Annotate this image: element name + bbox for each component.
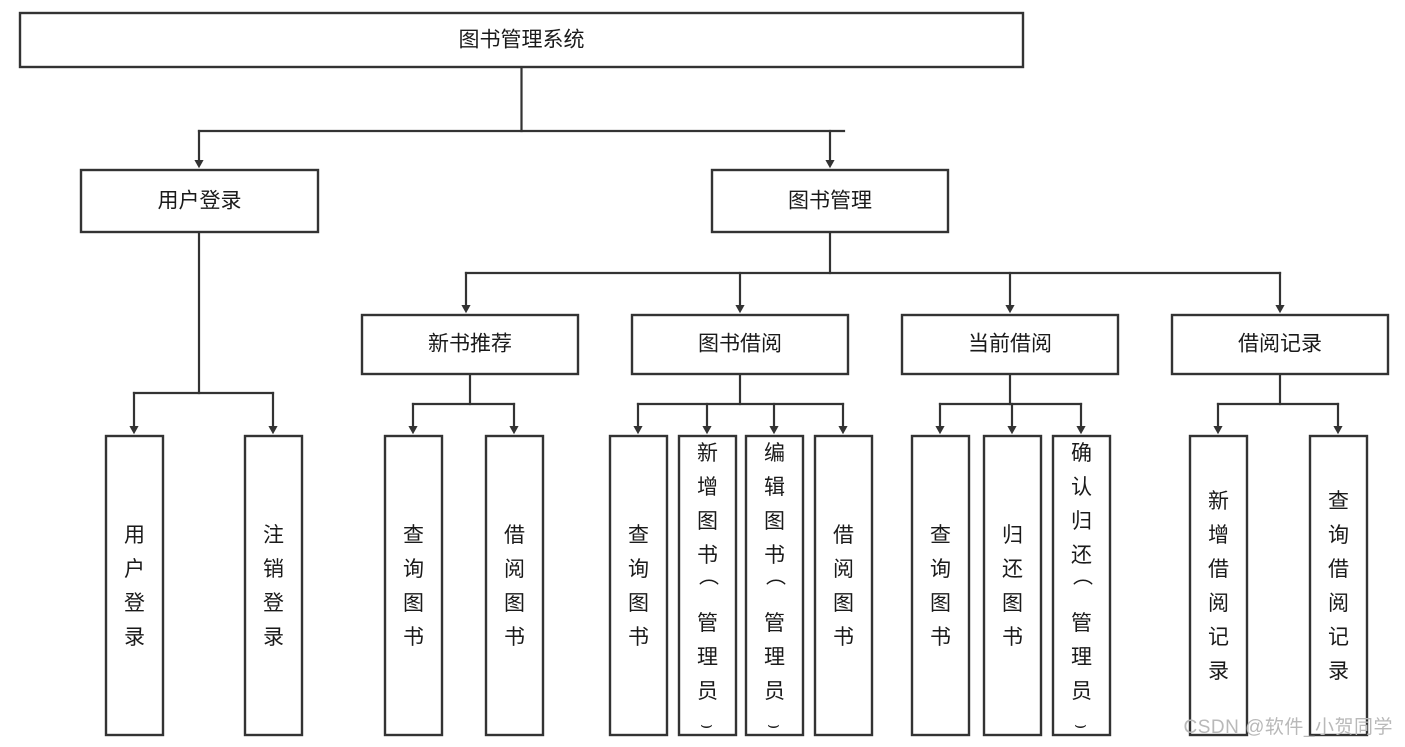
node-new-book-recommend-box[interactable] (360, 313, 580, 376)
node-new-book-recommend-label: 新书推荐 (428, 333, 512, 356)
leaf-node-leaf-user-login[interactable]: 用户登录 (104, 434, 165, 737)
edge-group-user-login-to-leaves (129, 230, 278, 435)
leaf-node-box[interactable] (1188, 434, 1249, 737)
leaf-node-label: 查询图书 (403, 524, 424, 649)
leaf-node-leaf-query-borrow-record[interactable]: 查询借阅记录 (1308, 434, 1369, 737)
leaf-node-box[interactable] (677, 434, 738, 737)
leaf-node-leaf-return-book[interactable]: 归还图书 (982, 434, 1043, 737)
node-book-management-box[interactable] (710, 168, 950, 234)
leaf-node-leaf-logout[interactable]: 注销登录 (243, 434, 304, 737)
node-root[interactable]: 图书管理系统 (18, 11, 1025, 69)
leaf-node-box[interactable] (1051, 434, 1112, 737)
leaf-node-box[interactable] (484, 434, 545, 737)
leaf-node-box[interactable] (608, 434, 669, 737)
leaf-node-label: 新增图书⌒管理员⌣ (697, 442, 719, 737)
leaf-node-leaf-confirm-return-admin[interactable]: 确认归还⌒管理员⌣ (1051, 434, 1112, 737)
leaf-node-label: 查询图书 (930, 524, 951, 649)
node-book-borrow-box[interactable] (630, 313, 850, 376)
leaf-node-label: 确认归还⌒管理员⌣ (1071, 442, 1093, 737)
node-borrow-records-box[interactable] (1170, 313, 1390, 376)
node-borrow-records[interactable]: 借阅记录 (1170, 313, 1390, 376)
node-current-borrow[interactable]: 当前借阅 (900, 313, 1120, 376)
node-borrow-records-label: 借阅记录 (1238, 333, 1322, 356)
leaf-node-box[interactable] (744, 434, 805, 737)
csdn-watermark: CSDN @软件_小贺同学 (1183, 717, 1393, 738)
leaf-node-layer: 用户登录 注销登录 查询图书 借阅图书 查询图书 新增图书⌒管理员⌣ 编辑图书⌒管理员⌣ 借阅… (104, 434, 1369, 737)
edge-group-book-borrow-to-leaves (633, 372, 848, 435)
edge-group-new-book-recommend-to-leaves (408, 372, 519, 435)
leaf-node-box[interactable] (243, 434, 304, 737)
leaf-node-box[interactable] (813, 434, 874, 737)
leaf-node-leaf-query-book-current[interactable]: 查询图书 (910, 434, 971, 737)
node-user-login-label: 用户登录 (158, 190, 242, 213)
node-new-book-recommend[interactable]: 新书推荐 (360, 313, 580, 376)
leaf-node-label: 用户登录 (124, 524, 145, 649)
node-user-login-box[interactable] (79, 168, 320, 234)
edge-group-book-management-to-level3 (461, 230, 1285, 314)
leaf-node-leaf-borrow-book-rec[interactable]: 借阅图书 (484, 434, 545, 737)
leaf-node-box[interactable] (1308, 434, 1369, 737)
leaf-node-label: 借阅图书 (504, 524, 525, 649)
leaf-node-label: 查询图书 (628, 524, 649, 649)
leaf-node-leaf-query-book-rec[interactable]: 查询图书 (383, 434, 444, 737)
leaf-node-label: 新增借阅记录 (1208, 490, 1229, 683)
leaf-node-box[interactable] (383, 434, 444, 737)
node-current-borrow-box[interactable] (900, 313, 1120, 376)
node-user-login[interactable]: 用户登录 (79, 168, 320, 234)
edge-group-root-to-level2 (194, 65, 846, 169)
node-current-borrow-label: 当前借阅 (968, 333, 1052, 356)
leaf-node-label: 归还图书 (1002, 524, 1023, 649)
leaf-node-label: 借阅图书 (833, 524, 854, 649)
leaf-node-leaf-add-borrow-record[interactable]: 新增借阅记录 (1188, 434, 1249, 737)
node-book-management[interactable]: 图书管理 (710, 168, 950, 234)
leaf-node-label: 注销登录 (263, 524, 284, 649)
leaf-node-leaf-query-book-borrow[interactable]: 查询图书 (608, 434, 669, 737)
edge-group-current-borrow-to-leaves (935, 372, 1086, 435)
leaf-node-leaf-borrow-book[interactable]: 借阅图书 (813, 434, 874, 737)
leaf-node-box[interactable] (910, 434, 971, 737)
edge-group-borrow-records-to-leaves (1213, 372, 1343, 435)
leaf-node-box[interactable] (104, 434, 165, 737)
leaf-node-box[interactable] (982, 434, 1043, 737)
node-book-management-label: 图书管理 (788, 190, 872, 213)
node-book-borrow[interactable]: 图书借阅 (630, 313, 850, 376)
node-root-box[interactable] (18, 11, 1025, 69)
node-book-borrow-label: 图书借阅 (698, 333, 782, 356)
leaf-node-leaf-add-book-admin[interactable]: 新增图书⌒管理员⌣ (677, 434, 738, 737)
leaf-node-leaf-edit-book-admin[interactable]: 编辑图书⌒管理员⌣ (744, 434, 805, 737)
node-root-label: 图书管理系统 (459, 29, 585, 52)
leaf-node-label: 编辑图书⌒管理员⌣ (764, 442, 786, 737)
leaf-node-label: 查询借阅记录 (1328, 490, 1349, 683)
